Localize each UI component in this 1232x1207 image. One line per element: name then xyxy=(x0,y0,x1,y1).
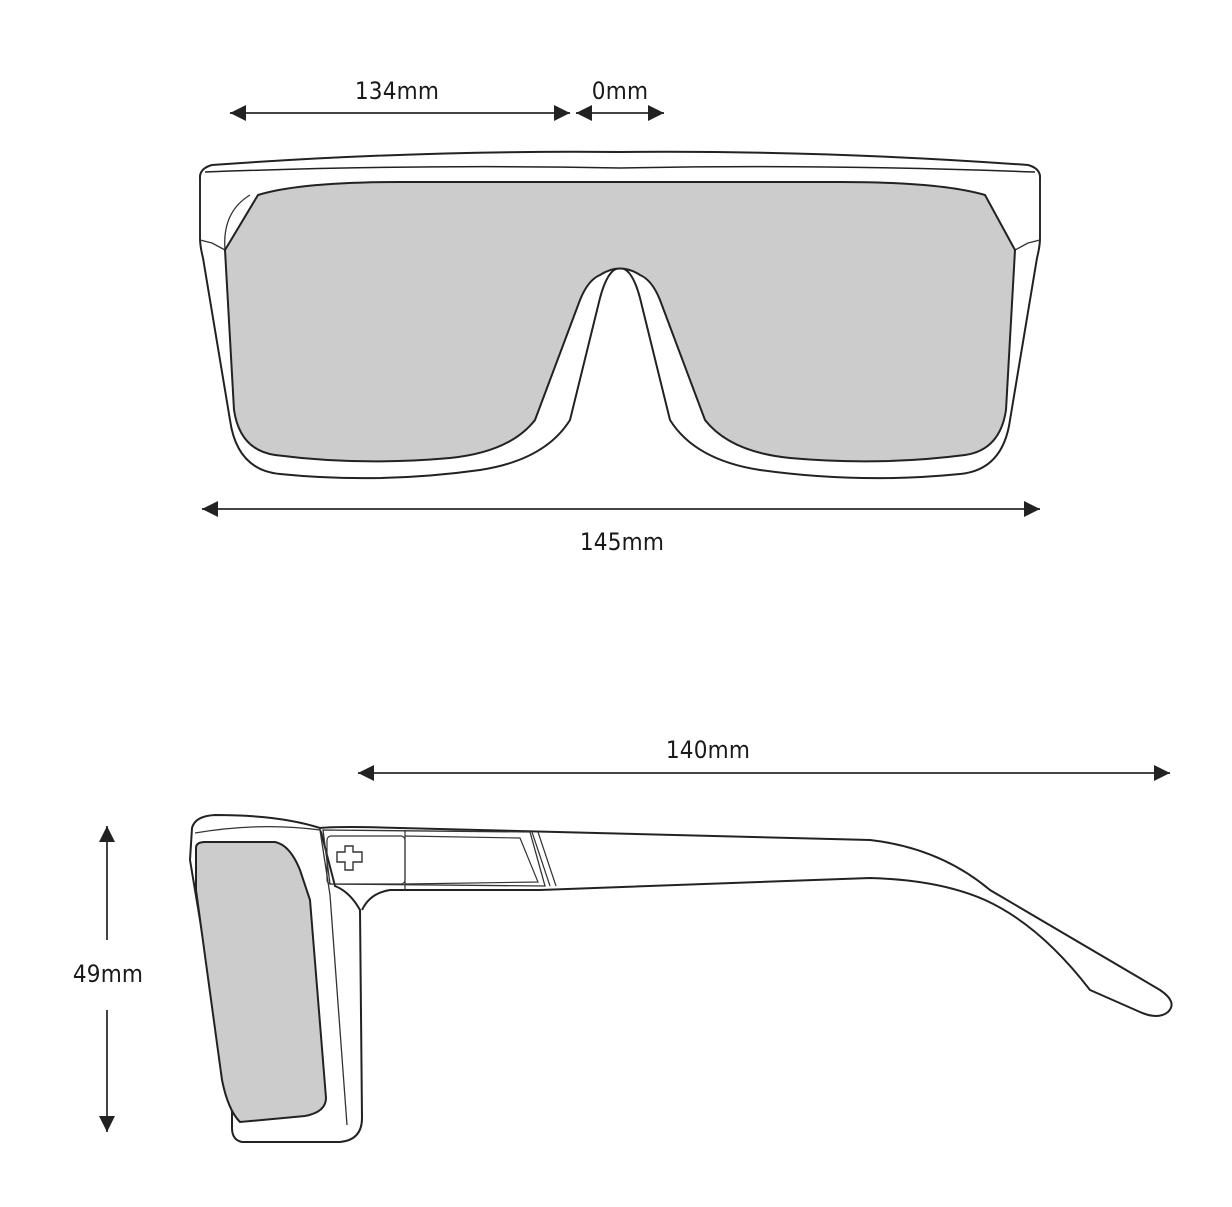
left-hinge-detail xyxy=(199,178,251,251)
hinge-plate xyxy=(322,829,546,887)
temple-panel xyxy=(404,835,539,885)
front-lens xyxy=(223,181,1017,463)
lens-height-label: 49mm xyxy=(72,960,144,988)
side-lens xyxy=(195,841,328,1124)
front-brow-line xyxy=(204,165,1036,173)
side-view xyxy=(99,765,1173,1143)
temple-arm xyxy=(319,826,1173,1017)
side-frame-inner-line xyxy=(194,825,348,1126)
lens-width-label: 134mm xyxy=(354,77,440,105)
frame-width-label: 145mm xyxy=(579,528,665,556)
temple-panel-edge xyxy=(531,831,557,887)
temple-length-label: 140mm xyxy=(665,736,751,764)
cross-logo-icon xyxy=(336,845,363,871)
bridge-width-label: 0mm xyxy=(591,77,649,105)
right-hinge-detail xyxy=(1014,178,1041,251)
front-view xyxy=(199,105,1041,517)
